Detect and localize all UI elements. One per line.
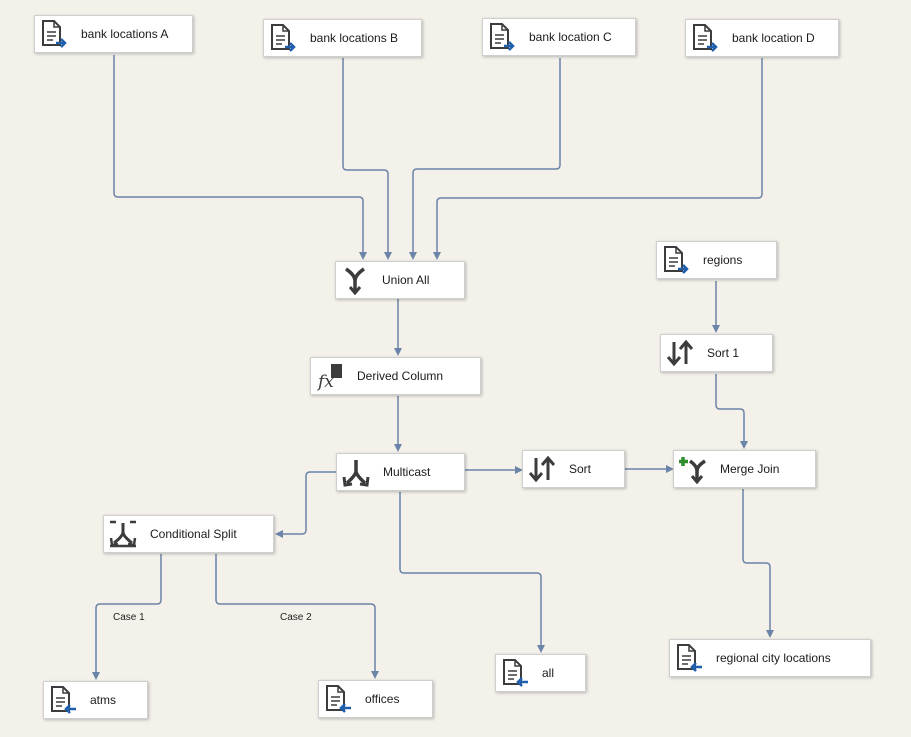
node-label: bank locations A bbox=[81, 27, 169, 41]
node-label: Multicast bbox=[383, 465, 431, 479]
path-split-to-atms[interactable] bbox=[95, 554, 162, 673]
merge-join-icon bbox=[678, 454, 708, 484]
path-split-to-offices[interactable] bbox=[215, 554, 376, 672]
flat-file-source-icon bbox=[487, 22, 517, 52]
node-label: bank locations B bbox=[310, 31, 399, 45]
flat-file-source-icon bbox=[39, 19, 69, 49]
node-label: Merge Join bbox=[720, 462, 780, 476]
path-merge-to-regional[interactable] bbox=[742, 489, 771, 631]
node-sort-1[interactable]: Sort 1 bbox=[660, 334, 773, 372]
node-label: atms bbox=[90, 693, 117, 707]
svg-text:fx: fx bbox=[316, 372, 334, 391]
node-label: bank location D bbox=[732, 31, 815, 45]
node-label: offices bbox=[365, 692, 400, 706]
flat-file-source-icon bbox=[661, 245, 691, 275]
flat-file-source-icon bbox=[268, 23, 298, 53]
path-label-case-1: Case 1 bbox=[113, 612, 145, 623]
node-regional-city-locations[interactable]: regional city locations bbox=[669, 639, 871, 677]
node-multicast[interactable]: Multicast bbox=[336, 453, 465, 491]
node-bank-locations-b[interactable]: bank locations B bbox=[263, 19, 422, 57]
node-sort[interactable]: Sort bbox=[522, 450, 625, 488]
union-all-icon bbox=[340, 265, 370, 295]
node-offices[interactable]: offices bbox=[318, 680, 433, 718]
path-b-to-union[interactable] bbox=[342, 58, 389, 253]
conditional-split-icon bbox=[108, 519, 138, 549]
flat-file-destination-icon bbox=[48, 685, 78, 715]
node-atms[interactable]: atms bbox=[43, 681, 148, 719]
node-label: all bbox=[542, 666, 555, 680]
flat-file-destination-icon bbox=[323, 684, 353, 714]
node-bank-locations-a[interactable]: bank locations A bbox=[34, 15, 193, 53]
derived-column-icon: fx bbox=[315, 361, 345, 391]
node-label: Sort 1 bbox=[707, 346, 740, 360]
node-label: Sort bbox=[569, 462, 592, 476]
node-label: Union All bbox=[382, 273, 430, 287]
node-label: regional city locations bbox=[716, 651, 831, 665]
path-d-to-union[interactable] bbox=[436, 58, 763, 253]
node-label: Derived Column bbox=[357, 369, 444, 383]
path-multicast-to-split[interactable] bbox=[282, 471, 336, 535]
node-all[interactable]: all bbox=[495, 654, 586, 692]
node-regions[interactable]: regions bbox=[656, 241, 777, 279]
flat-file-destination-icon bbox=[500, 658, 530, 688]
path-a-to-union[interactable] bbox=[113, 55, 364, 253]
node-bank-location-c[interactable]: bank location C bbox=[482, 18, 636, 56]
path-label-case-2: Case 2 bbox=[280, 612, 312, 623]
node-merge-join[interactable]: Merge Join bbox=[673, 450, 816, 488]
multicast-icon bbox=[341, 457, 371, 487]
node-label: Conditional Split bbox=[150, 527, 237, 541]
flat-file-destination-icon bbox=[674, 643, 704, 673]
node-union-all[interactable]: Union All bbox=[335, 261, 465, 299]
node-conditional-split[interactable]: Conditional Split bbox=[103, 515, 274, 553]
node-label: regions bbox=[703, 253, 743, 267]
path-c-to-union[interactable] bbox=[412, 58, 561, 253]
node-derived-column[interactable]: fx Derived Column bbox=[310, 357, 481, 395]
node-bank-location-d[interactable]: bank location D bbox=[685, 19, 839, 57]
path-sort1-to-merge[interactable] bbox=[715, 374, 745, 442]
path-multicast-to-all[interactable] bbox=[399, 492, 542, 646]
flat-file-source-icon bbox=[690, 23, 720, 53]
node-label: bank location C bbox=[529, 30, 612, 44]
sort-icon bbox=[665, 338, 695, 368]
sort-icon bbox=[527, 454, 557, 484]
